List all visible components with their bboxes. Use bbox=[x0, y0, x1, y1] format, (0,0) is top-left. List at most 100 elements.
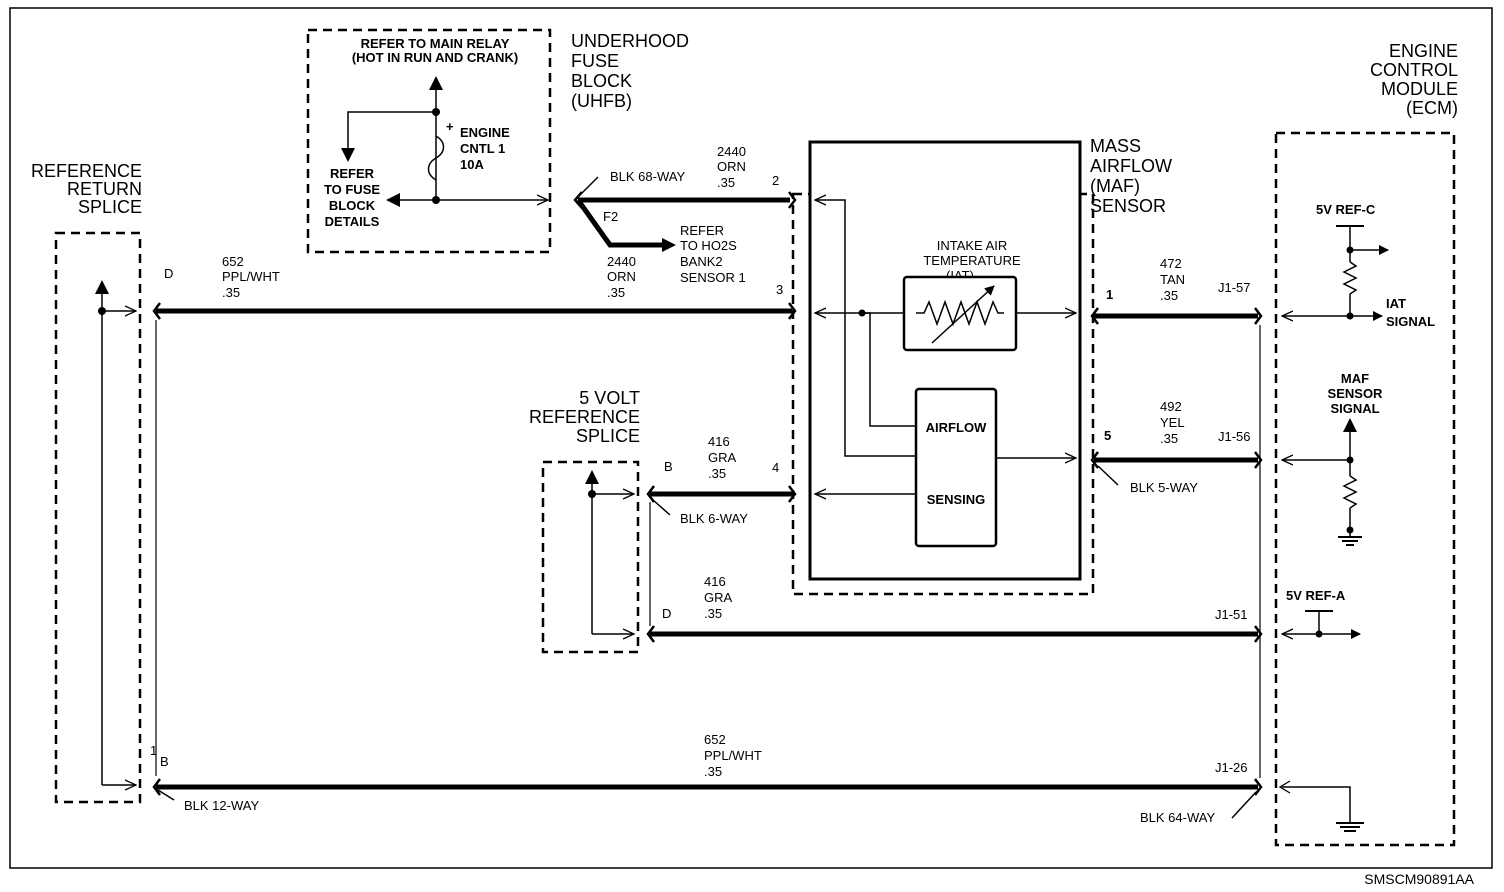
wire-code: 416 bbox=[704, 574, 726, 589]
maf-signal-label: SENSOR bbox=[1328, 386, 1384, 401]
ref-c-label: 5V REF-C bbox=[1316, 202, 1376, 217]
fuse-name: ENGINE bbox=[460, 125, 510, 140]
ref-return-title: REFERENCE bbox=[31, 161, 142, 181]
maf-pin-5 bbox=[1090, 451, 1099, 469]
wire-size: .35 bbox=[704, 764, 722, 779]
ref-return-title: SPLICE bbox=[78, 197, 142, 217]
ecm-title: MODULE bbox=[1381, 79, 1458, 99]
wire-code: 652 bbox=[222, 254, 244, 269]
connector-label: BLK 68-WAY bbox=[610, 169, 685, 184]
pin-number: 5 bbox=[1104, 428, 1111, 443]
wire-code: 472 bbox=[1160, 256, 1182, 271]
ecm-input-arrow bbox=[1278, 780, 1291, 794]
connector-pin-b bbox=[152, 778, 161, 796]
fuse-block-details: DETAILS bbox=[325, 214, 380, 229]
pin-number: 1 bbox=[150, 743, 157, 758]
ecm-pin-j1-57 bbox=[1254, 307, 1263, 325]
ho2s-arrow bbox=[662, 238, 676, 252]
pin-number: 4 bbox=[772, 460, 779, 475]
wire-color: PPL/WHT bbox=[704, 748, 762, 763]
fuse-plus: + bbox=[446, 119, 454, 134]
wire-size: .35 bbox=[704, 606, 722, 621]
five-volt-splice-box bbox=[541, 460, 640, 654]
uhfb-title: UNDERHOOD FUSE BLOCK (UHFB) bbox=[571, 31, 689, 111]
wire-size: .35 bbox=[222, 285, 240, 300]
pulldown-resistor bbox=[1342, 475, 1358, 509]
fuse-block-details: TO FUSE bbox=[324, 182, 380, 197]
connector-label: BLK 12-WAY bbox=[184, 798, 259, 813]
internal-wire bbox=[815, 200, 916, 457]
connector-pin-d bbox=[152, 302, 161, 320]
uhfb-title-line: (UHFB) bbox=[571, 91, 632, 111]
connector-label: BLK 6-WAY bbox=[680, 511, 748, 526]
wire-code: 416 bbox=[708, 434, 730, 449]
ground-icon bbox=[1336, 822, 1364, 832]
document-code: SMSCM90891AA bbox=[1364, 871, 1474, 887]
wire-color: ORN bbox=[607, 269, 636, 284]
connector-label: BLK 5-WAY bbox=[1130, 480, 1198, 495]
fuse-name: CNTL 1 bbox=[460, 141, 505, 156]
wire-size: .35 bbox=[717, 175, 735, 190]
airflow-label: AIRFLOW bbox=[926, 420, 987, 435]
wire-color: GRA bbox=[708, 450, 737, 465]
ecm-title: (ECM) bbox=[1406, 98, 1458, 118]
pin-letter: B bbox=[160, 754, 169, 769]
maf-title: MASS bbox=[1090, 136, 1141, 156]
pin-letter: D bbox=[164, 266, 173, 281]
wire-code: 492 bbox=[1160, 399, 1182, 414]
wire-color: TAN bbox=[1160, 272, 1185, 287]
pin-letter: B bbox=[664, 459, 673, 474]
ecm-pin-label: J1-26 bbox=[1215, 760, 1248, 775]
iat-title: INTAKE AIR bbox=[937, 238, 1008, 253]
five-volt-splice-title: 5 VOLT bbox=[579, 388, 640, 408]
splice-id: F2 bbox=[603, 209, 618, 224]
ecm-title: CONTROL bbox=[1370, 60, 1458, 80]
fuse-symbol bbox=[427, 135, 445, 181]
ho2s-reference: BANK2 bbox=[680, 254, 723, 269]
thermistor-resistor bbox=[916, 299, 1004, 327]
ecm-pin-label: J1-51 bbox=[1215, 607, 1248, 622]
connector-label: BLK 64-WAY bbox=[1140, 810, 1215, 825]
ecm-pin-label: J1-56 bbox=[1218, 429, 1251, 444]
iat-signal-label: IAT bbox=[1386, 296, 1406, 311]
fuse-block-arrow bbox=[341, 111, 436, 162]
pin-number: 3 bbox=[776, 282, 783, 297]
fuse-block-details: REFER bbox=[330, 166, 375, 181]
uhfb-dashed-box bbox=[306, 28, 552, 254]
variable-arrow bbox=[931, 285, 995, 344]
wire-color: ORN bbox=[717, 159, 746, 174]
pullup-resistor bbox=[1342, 261, 1358, 295]
maf-title: AIRFLOW bbox=[1090, 156, 1172, 176]
iat-title: TEMPERATURE bbox=[923, 253, 1021, 268]
ecm-pin-j1-56 bbox=[1254, 451, 1263, 469]
wire-size: .35 bbox=[1160, 431, 1178, 446]
main-relay-label: (HOT IN RUN AND CRANK) bbox=[352, 50, 518, 65]
connector-pin-d bbox=[646, 625, 655, 643]
connector-68way bbox=[573, 191, 583, 209]
maf-pin-1 bbox=[1090, 307, 1099, 325]
ecm-title: ENGINE bbox=[1389, 41, 1458, 61]
uhfb-title-line: BLOCK bbox=[571, 71, 632, 91]
wire-code: 2440 bbox=[607, 254, 636, 269]
wire-code: 652 bbox=[704, 732, 726, 747]
wire-code: 2440 bbox=[717, 144, 746, 159]
pin-number: 2 bbox=[772, 173, 779, 188]
wire-size: .35 bbox=[607, 285, 625, 300]
ecm-pin-j1-26 bbox=[1254, 778, 1263, 796]
wire-color: GRA bbox=[704, 590, 733, 605]
ecm-pin-label: J1-57 bbox=[1218, 280, 1251, 295]
connector-pin-b bbox=[646, 485, 655, 503]
fuse-name: 10A bbox=[460, 157, 484, 172]
leader-line bbox=[1231, 791, 1257, 819]
maf-title: (MAF) bbox=[1090, 176, 1140, 196]
ecm-dashed-box bbox=[1274, 131, 1456, 847]
internal-wire bbox=[862, 312, 916, 427]
ref-return-splice-box bbox=[54, 231, 142, 804]
maf-pin-2 bbox=[788, 191, 797, 209]
leader-line bbox=[157, 789, 175, 801]
uhfb-title-line: FUSE bbox=[571, 51, 619, 71]
ho2s-reference: REFER bbox=[680, 223, 724, 238]
wire-color: PPL/WHT bbox=[222, 269, 280, 284]
ho2s-reference: TO HO2S bbox=[680, 238, 737, 253]
